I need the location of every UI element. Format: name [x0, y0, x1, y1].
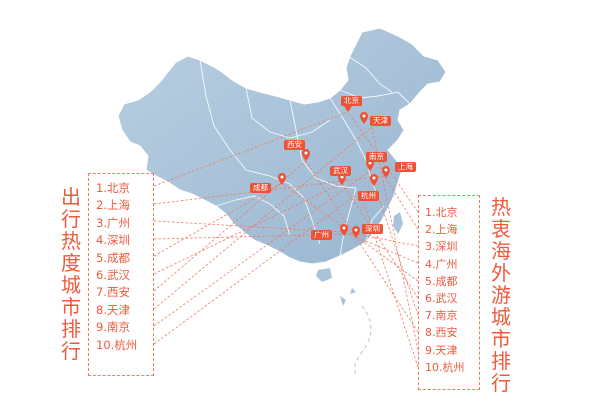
title-char: 行 [491, 371, 511, 395]
left-panel-title: 出行热度城市排行 [58, 186, 84, 362]
city-tag-hangzhou: 杭州 [358, 191, 379, 201]
title-char: 排 [61, 317, 81, 341]
list-item: 8.天津 [96, 302, 130, 317]
sea-islands [340, 288, 356, 306]
map-pin-icon [370, 174, 378, 186]
title-char: 度 [61, 251, 81, 275]
list-item: 5.成都 [425, 274, 458, 288]
map-pin-icon [352, 226, 360, 238]
list-item: 4.深圳 [96, 233, 130, 248]
map-pin-icon [340, 224, 348, 236]
map-pin-icon [302, 149, 310, 161]
title-char: 行 [61, 207, 81, 231]
list-item: 7.南京 [425, 309, 458, 323]
title-char: 海 [491, 239, 511, 263]
city-tag-chengdu: 成都 [250, 183, 271, 193]
list-item: 1.北京 [96, 181, 130, 195]
list-item: 2.上海 [425, 223, 458, 237]
city-tag-tianjin: 天津 [370, 116, 391, 126]
left-ranking-list: 1.北京 2.上海 3.广州 4.深圳 5.成都 6.武汉 7.西安 8.天津 … [88, 173, 154, 376]
right-panel-title: 热衷海外游城市排行 [488, 196, 514, 394]
city-tag-beijing: 北京 [341, 96, 362, 106]
right-ranking-list: 1.北京 2.上海 3.深圳 4.广州 5.成都 6.武汉 7.南京 8.西安 … [418, 195, 480, 390]
city-tag-xian: 西安 [284, 140, 305, 150]
list-item: 3.广州 [96, 215, 130, 230]
city-tag-shanghai: 上海 [395, 162, 416, 172]
sea-boundary-line [354, 305, 372, 377]
title-char: 衷 [491, 217, 511, 241]
list-item: 5.成都 [96, 250, 130, 265]
map-pin-icon [360, 112, 368, 124]
title-char: 出 [61, 185, 81, 209]
taiwan [393, 212, 403, 234]
map-pin-icon [278, 173, 286, 185]
title-char: 城 [491, 305, 511, 329]
city-tag-shenzhen: 深圳 [362, 224, 383, 234]
map-pin-icon [366, 159, 374, 171]
province-borders [199, 55, 411, 257]
list-item: 10.杭州 [425, 360, 465, 374]
list-item: 4.广州 [425, 257, 458, 271]
map-pin-icon [338, 173, 346, 185]
list-item: 6.武汉 [96, 268, 130, 283]
list-item: 7.西安 [96, 285, 130, 300]
title-char: 排 [491, 349, 511, 373]
list-item: 9.南京 [96, 320, 130, 335]
title-char: 热 [61, 229, 81, 253]
china-landmass [117, 27, 447, 265]
title-char: 市 [61, 295, 81, 319]
list-item: 10.杭州 [96, 337, 138, 352]
title-char: 行 [61, 339, 81, 363]
title-char: 市 [491, 327, 511, 351]
list-item: 8.西安 [425, 326, 458, 340]
list-item: 1.北京 [425, 206, 458, 219]
list-item: 3.深圳 [425, 240, 458, 254]
title-char: 外 [491, 261, 511, 285]
map-pin-icon [382, 166, 390, 178]
hainan [316, 268, 332, 282]
city-tag-guangzhou: 广州 [311, 230, 332, 240]
city-tag-wuhan: 武汉 [330, 166, 351, 176]
city-tag-nanjing: 南京 [366, 152, 387, 162]
title-char: 城 [61, 273, 81, 297]
list-item: 2.上海 [96, 198, 130, 213]
list-item: 6.武汉 [425, 292, 458, 306]
title-char: 热 [491, 195, 511, 219]
list-item: 9.天津 [425, 343, 458, 357]
title-char: 游 [491, 283, 511, 307]
